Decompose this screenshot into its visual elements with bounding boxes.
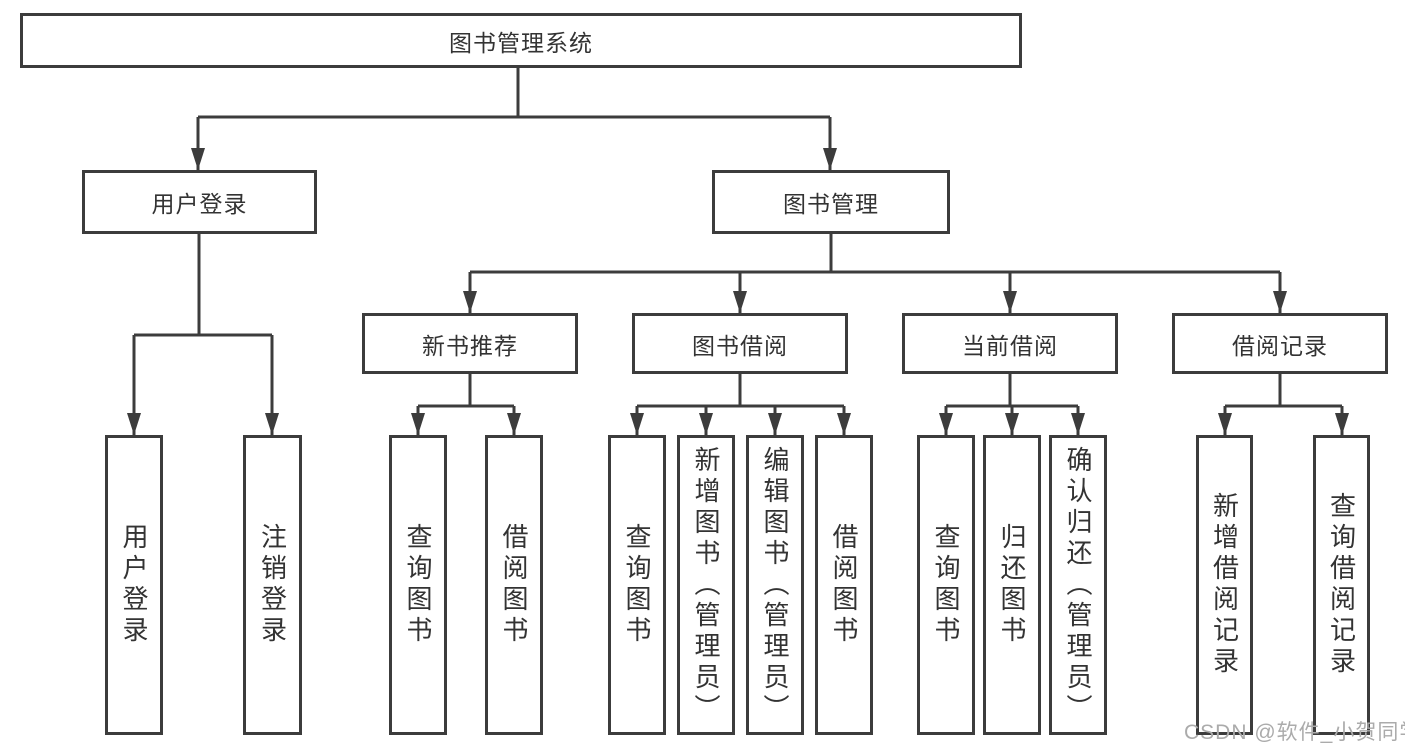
node-borrow-records-label: 借阅记录 <box>1232 332 1328 359</box>
node-book-mgmt-label: 图书管理 <box>783 191 879 217</box>
leaf-bb-borrow-books: 借阅图书 <box>815 435 873 735</box>
leaf-bb-query-books: 查询图书 <box>608 435 666 735</box>
leaf-user-login-label: 用户登录 <box>119 523 149 647</box>
leaf-nb-query-books: 查询图书 <box>389 435 447 735</box>
node-book-mgmt: 图书管理 <box>712 170 950 234</box>
leaf-cb-query-books-label: 查询图书 <box>931 523 961 647</box>
node-book-borrow-label: 图书借阅 <box>692 332 788 359</box>
leaf-logout: 注销登录 <box>243 435 302 735</box>
leaf-bb-borrow-books-label: 借阅图书 <box>829 523 859 647</box>
leaf-nb-borrow-books-label: 借阅图书 <box>499 523 529 647</box>
leaf-bb-add-books-admin-label: 新增图书（管理员） <box>691 445 721 725</box>
node-new-book-recommend: 新书推荐 <box>362 313 578 374</box>
node-user-login: 用户登录 <box>82 170 317 234</box>
leaf-logout-label: 注销登录 <box>257 523 288 647</box>
leaf-br-query-record-label: 查询借阅记录 <box>1326 492 1357 678</box>
node-new-book-recommend-label: 新书推荐 <box>422 332 518 359</box>
leaf-nb-query-books-label: 查询图书 <box>403 523 433 647</box>
node-current-borrow: 当前借阅 <box>902 313 1118 374</box>
leaf-bb-edit-books-admin: 编辑图书（管理员） <box>746 435 804 735</box>
leaf-cb-confirm-return-admin-label: 确认归还（管理员） <box>1063 445 1093 725</box>
node-borrow-records: 借阅记录 <box>1172 313 1388 374</box>
node-current-borrow-label: 当前借阅 <box>962 332 1058 359</box>
leaf-cb-return-books-label: 归还图书 <box>997 523 1027 647</box>
leaf-br-query-record: 查询借阅记录 <box>1313 435 1370 735</box>
leaf-nb-borrow-books: 借阅图书 <box>485 435 543 735</box>
leaf-cb-return-books: 归还图书 <box>983 435 1041 735</box>
node-user-login-label: 用户登录 <box>151 191 248 217</box>
leaf-bb-query-books-label: 查询图书 <box>622 523 652 647</box>
leaf-br-add-record-label: 新增借阅记录 <box>1209 492 1240 678</box>
node-root-label: 图书管理系统 <box>449 29 593 56</box>
leaf-user-login: 用户登录 <box>105 435 163 735</box>
leaf-bb-add-books-admin: 新增图书（管理员） <box>677 435 735 735</box>
leaf-cb-query-books: 查询图书 <box>917 435 975 735</box>
leaf-cb-confirm-return-admin: 确认归还（管理员） <box>1049 435 1107 735</box>
node-book-borrow: 图书借阅 <box>632 313 848 374</box>
leaf-br-add-record: 新增借阅记录 <box>1196 435 1253 735</box>
node-root: 图书管理系统 <box>20 13 1022 68</box>
csdn-watermark: CSDN @软件_小贺同学 <box>1184 721 1405 744</box>
leaf-bb-edit-books-admin-label: 编辑图书（管理员） <box>760 445 790 725</box>
